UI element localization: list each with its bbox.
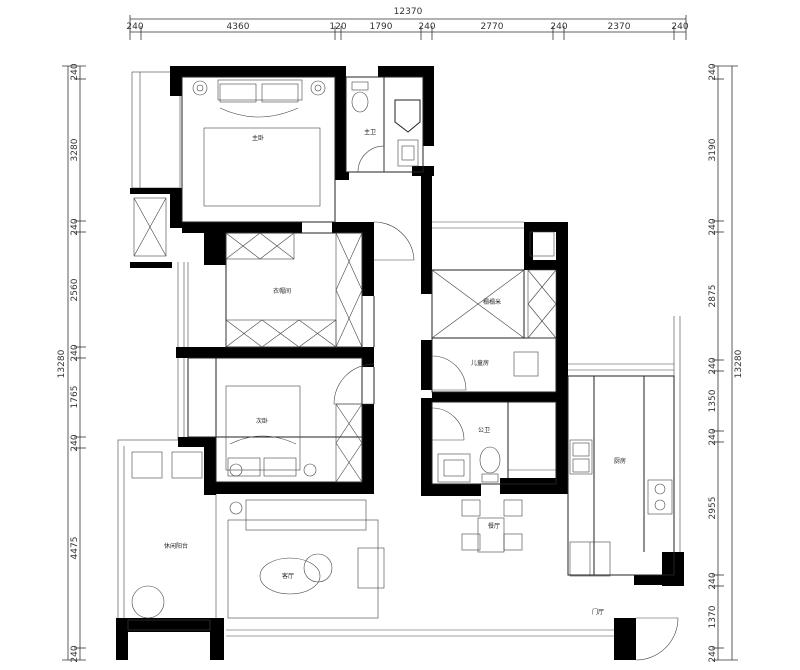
right-dim-8: 2955 (708, 497, 718, 520)
label-leisure-balcony: 休闲阳台 (164, 542, 188, 550)
right-dim-5: 240 (708, 357, 718, 374)
furniture (127, 79, 673, 631)
left-dim-7: 240 (70, 434, 80, 451)
top-dim-9: 240 (671, 22, 688, 32)
left-dim-4: 2560 (70, 278, 80, 301)
public-bath-fixtures (437, 446, 556, 483)
top-total-dim: 12370 (394, 7, 423, 17)
top-dimension-chain: 12370 240 4360 120 1790 240 2770 240 237… (126, 7, 689, 40)
kitchen-stove (647, 479, 673, 515)
left-dim-6: 1765 (70, 386, 80, 409)
label-master-bath: 主卫 (364, 128, 376, 136)
fridge (569, 541, 611, 577)
top-dim-2: 4360 (227, 22, 250, 32)
second-bedroom-wardrobe (335, 403, 363, 483)
tatami-platform (431, 269, 525, 339)
label-walkin-closet: 衣帽间 (273, 287, 291, 295)
top-dim-5: 240 (418, 22, 435, 32)
label-tatami: 榻榻米 (483, 298, 501, 306)
top-dim-3: 120 (329, 22, 346, 32)
right-dim-9: 240 (708, 572, 718, 589)
right-dim-1: 240 (708, 63, 718, 80)
walls (116, 66, 684, 660)
master-sink (397, 139, 419, 167)
right-dimension-chain: 13280 240 3190 240 2875 240 1350 240 295… (708, 63, 744, 662)
left-dim-9: 240 (70, 645, 80, 662)
label-kitchen: 厨房 (614, 457, 626, 465)
right-dim-11: 240 (708, 645, 718, 662)
right-dim-10: 1370 (708, 605, 718, 628)
second-bed (225, 385, 317, 477)
left-dimension-chain: 13280 240 3280 240 2560 240 1765 240 447… (57, 63, 86, 663)
right-dim-7: 240 (708, 428, 718, 445)
walkin-wardrobe-units (225, 232, 363, 348)
top-dim-4: 1790 (370, 22, 393, 32)
label-entrance: 门厅 (592, 608, 604, 616)
label-second-bedroom: 次卧 (256, 417, 268, 425)
label-public-bath: 公卫 (478, 427, 490, 434)
left-dim-5: 240 (70, 344, 80, 361)
right-total-dim: 13280 (734, 349, 744, 378)
top-dim-6: 2770 (481, 22, 504, 32)
top-dim-1: 240 (126, 22, 143, 32)
kids-room-cabinet (513, 231, 557, 377)
top-dim-8: 2370 (608, 22, 631, 32)
living-room-furniture (227, 499, 385, 619)
top-dim-7: 240 (550, 22, 567, 32)
room-labels: 主卧 主卫 衣帽间 次卧 榻榻米 儿童房 公卫 厨房 餐厅 客厅 休闲阳台 门厅 (164, 128, 626, 616)
right-dim-6: 1350 (708, 389, 718, 412)
label-living-room: 客厅 (282, 572, 294, 580)
label-master-bedroom: 主卧 (252, 134, 264, 142)
right-dim-3: 240 (708, 218, 718, 235)
right-dim-4: 2875 (708, 285, 718, 308)
balcony-fixtures (131, 451, 203, 619)
left-total-dim: 13280 (57, 349, 67, 378)
master-bed (192, 79, 326, 207)
left-dim-2: 3280 (70, 138, 80, 161)
right-dim-2: 3190 (708, 138, 718, 161)
left-dim-8: 4475 (70, 537, 80, 560)
left-dim-3: 240 (70, 218, 80, 235)
door-swings (333, 145, 679, 661)
dining-set (461, 499, 523, 553)
kitchen-sink (569, 439, 593, 475)
label-dining: 餐厅 (488, 522, 500, 530)
master-toilet (351, 81, 369, 113)
left-dim-1: 240 (70, 63, 80, 80)
master-bay-cabinet (133, 197, 167, 257)
label-kids-room: 儿童房 (471, 359, 489, 367)
bottom-cabinet-row (127, 619, 211, 631)
